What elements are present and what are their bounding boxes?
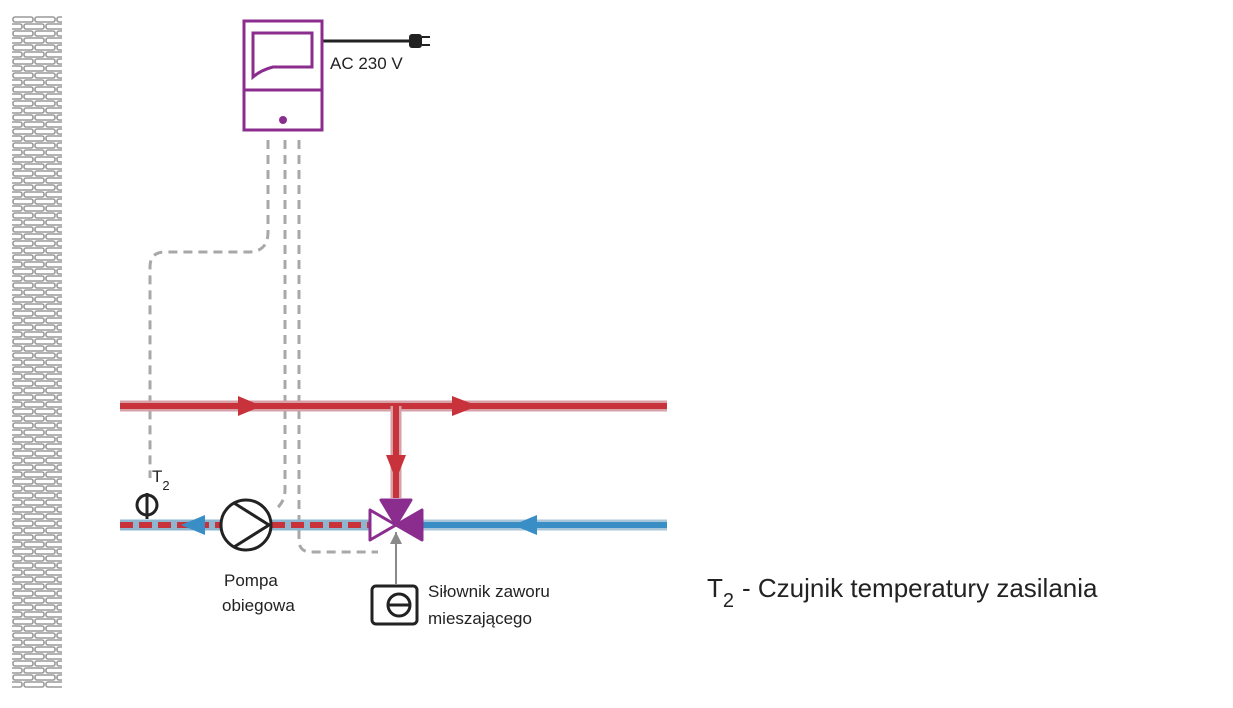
pump-cable (274, 140, 287, 512)
legend-subscript: 2 (723, 590, 734, 612)
power-cable (323, 34, 430, 48)
valve-actuator (370, 584, 419, 626)
pump-label-line2: obiegowa (222, 596, 295, 615)
flow-arrow-supply-down (386, 455, 406, 480)
actuator-cable (297, 140, 378, 554)
controller-display (251, 31, 314, 81)
control-cables (148, 140, 378, 554)
plug-icon (409, 34, 422, 48)
flow-arrow-supply-2 (452, 396, 478, 416)
actuator-label-line1: Siłownik zaworu (428, 582, 550, 601)
legend-text: - Czujnik temperatury zasilania (742, 573, 1098, 603)
legend: T2 - Czujnik temperatury zasilania (707, 573, 1098, 612)
sensor-cable (148, 140, 270, 478)
controller-unit (242, 19, 324, 132)
controller-led (279, 116, 287, 124)
sensor-subscript: 2 (162, 478, 169, 493)
sensor-label: T2 (152, 467, 170, 493)
power-label: AC 230 V (330, 54, 403, 73)
flow-arrow-return (513, 515, 537, 535)
wall (12, 16, 62, 688)
flow-arrow-supply-1 (238, 396, 262, 416)
pump-label-line1: Pompa (224, 571, 278, 590)
mixing-valve (368, 498, 424, 542)
temperature-sensor (135, 493, 159, 519)
actuator-label-line2: mieszającego (428, 609, 532, 628)
legend-symbol: T (707, 573, 723, 603)
circulation-pump (219, 498, 273, 552)
sensor-symbol: T (152, 467, 162, 486)
flow-arrow-mixed (181, 515, 205, 535)
supply-pipe (120, 396, 667, 498)
return-pipe (418, 515, 667, 535)
actuator-linkage-arrow (390, 532, 402, 544)
